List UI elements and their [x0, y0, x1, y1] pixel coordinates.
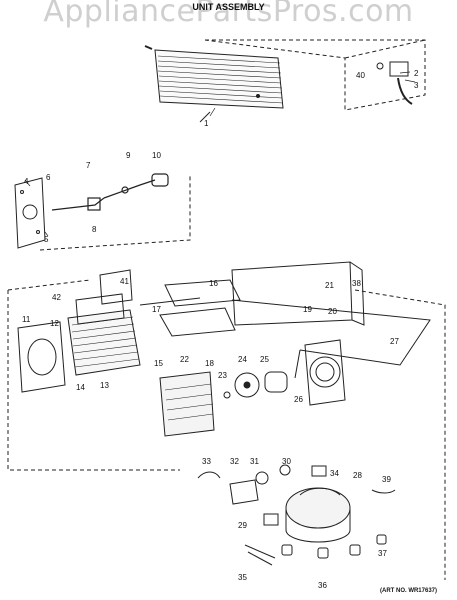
callout-14: 14: [76, 383, 85, 392]
watermark: AppliancePartsPros.com: [43, 0, 414, 29]
callout-5: 5: [44, 235, 49, 244]
callout-39: 39: [382, 475, 391, 484]
callout-8: 8: [92, 225, 97, 234]
callout-15: 15: [154, 359, 163, 368]
callout-40: 40: [356, 71, 365, 80]
callout-28: 28: [353, 471, 362, 480]
cabinet-outline: [204, 39, 426, 111]
unit-chassis: [231, 261, 431, 379]
hoses-tubing: [197, 471, 396, 566]
drain-trays: [139, 279, 241, 337]
callout-3: 3: [414, 81, 419, 90]
callout-21: 21: [325, 281, 334, 290]
callout-23: 23: [218, 371, 227, 380]
linkage-rods: [51, 173, 169, 211]
callout-13: 13: [100, 381, 109, 390]
condenser-coil: [159, 371, 215, 437]
callout-30: 30: [282, 457, 291, 466]
callout-22: 22: [180, 355, 189, 364]
callout-9: 9: [126, 151, 131, 160]
callout-20: 20: [328, 307, 337, 316]
callout-41: 41: [120, 277, 129, 286]
callout-11: 11: [22, 315, 31, 324]
callout-24: 24: [238, 355, 247, 364]
callout-42: 42: [52, 293, 61, 302]
callout-7: 7: [86, 161, 91, 170]
callout-36: 36: [318, 581, 327, 590]
callout-12: 12: [50, 319, 59, 328]
front-grille-panel: [144, 45, 284, 109]
callout-31: 31: [250, 457, 259, 466]
compressor: [285, 487, 351, 543]
orifice-plate: [304, 339, 346, 406]
callout-10: 10: [152, 151, 161, 160]
callout-35: 35: [238, 573, 247, 582]
callout-6: 6: [46, 173, 51, 182]
mounting-bracket: [14, 177, 46, 249]
callout-4: 4: [24, 177, 29, 186]
callout-29: 29: [238, 521, 247, 530]
callout-34: 34: [330, 469, 339, 478]
callout-17: 17: [152, 305, 161, 314]
evaporator-coil: [67, 269, 141, 376]
callout-26: 26: [294, 395, 303, 404]
fan-motor: [223, 371, 288, 399]
callout-38: 38: [352, 279, 361, 288]
art-number: (ART NO. WR17637): [379, 588, 437, 594]
overload-relay: [229, 464, 327, 526]
fan-shroud: [17, 321, 66, 393]
callout-19: 19: [303, 305, 312, 314]
callout-2: 2: [414, 69, 419, 78]
mounting-grommets: [281, 534, 387, 559]
callout-25: 25: [260, 355, 269, 364]
control-switch: [376, 61, 413, 105]
callout-27: 27: [390, 337, 399, 346]
callout-32: 32: [230, 457, 239, 466]
callout-16: 16: [209, 279, 218, 288]
callout-37: 37: [378, 549, 387, 558]
callout-33: 33: [202, 457, 211, 466]
callout-18: 18: [205, 359, 214, 368]
diagram-title: UNIT ASSEMBLY: [192, 2, 265, 12]
callout-1: 1: [204, 119, 209, 128]
